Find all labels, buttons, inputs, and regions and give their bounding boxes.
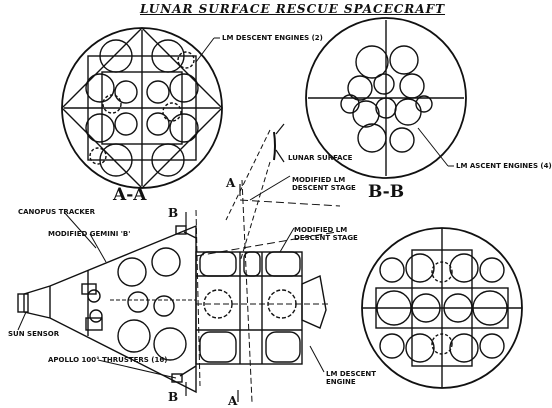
cut-mark-a-top: A <box>226 176 236 190</box>
cut-mark-b-top: B <box>168 206 179 220</box>
label-apollo-thrusters: APOLLO 100° THRUSTERS (16) <box>48 356 168 364</box>
lunar-surface-lines <box>195 123 341 403</box>
cut-mark-b-bottom: B <box>168 390 179 404</box>
section-bb-view <box>305 17 467 179</box>
label-modified-lm-descent-stage-top: MODIFIED LM DESCENT STAGE <box>292 176 356 192</box>
end-view <box>361 227 523 389</box>
label-modified-lm-descent-stage-mid: MODIFIED LM DESCENT STAGE <box>294 226 358 242</box>
label-lm-descent-engine: LM DESCENT ENGINE <box>326 370 377 386</box>
label-lm-descent-engines: LM DESCENT ENGINES (2) <box>222 34 323 42</box>
section-aa-view <box>61 27 223 189</box>
drawing-canvas: LUNAR SURFACE RESCUE SPACECRAFT A-A B-B … <box>8 2 552 408</box>
cut-mark-a-bottom: A <box>228 394 238 408</box>
section-label-aa: A-A <box>113 185 147 205</box>
label-lunar-surface: LUNAR SURFACE <box>288 154 353 162</box>
label-sun-sensor: SUN SENSOR <box>8 330 60 338</box>
label-lm-ascent-engines: LM ASCENT ENGINES (4) <box>456 162 552 170</box>
diagram-title: LUNAR SURFACE RESCUE SPACECRAFT <box>140 2 446 16</box>
label-modified-gemini-b: MODIFIED GEMINI 'B' <box>48 230 131 238</box>
label-canopus-tracker: CANOPUS TRACKER <box>18 208 95 216</box>
line-drawing <box>17 17 523 403</box>
side-view <box>17 175 330 402</box>
section-label-bb: B-B <box>368 182 405 202</box>
